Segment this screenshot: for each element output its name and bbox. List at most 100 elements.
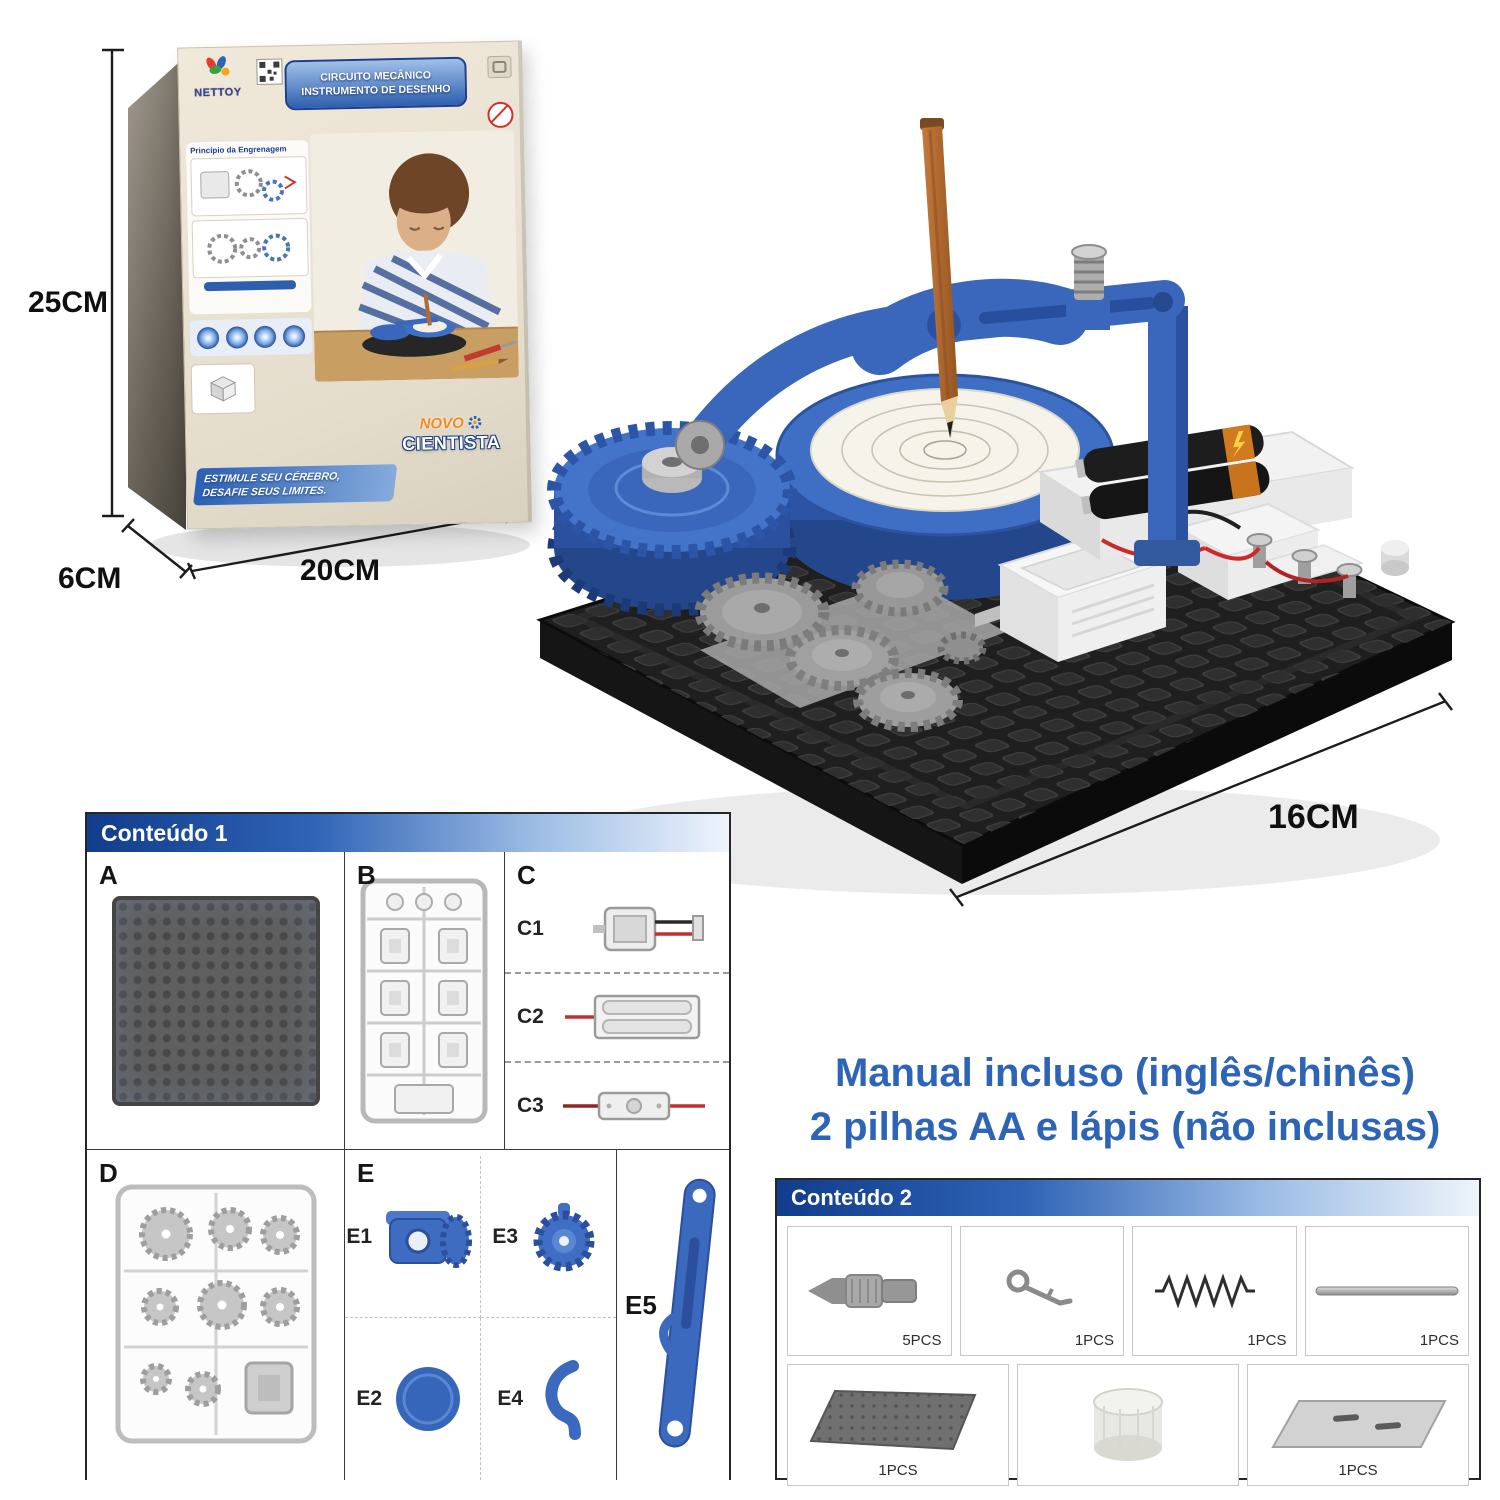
gear-diagram-1 — [190, 155, 308, 217]
box-title-line1: CIRCUITO MECÂNICO — [320, 69, 432, 84]
terminal-screws — [1246, 533, 1363, 598]
contents1-title: Conteúdo 1 — [101, 819, 228, 846]
spiro-pattern-icon — [282, 325, 306, 348]
part-e1-label: E1 — [346, 1224, 373, 1248]
spiro-pattern-icon — [225, 326, 249, 349]
box-title-line2: INSTRUMENTO DE DESENHO — [301, 82, 451, 99]
box-depth-label: 6CM — [58, 562, 122, 595]
spring-icon — [1155, 1273, 1256, 1309]
tension-screw — [1066, 244, 1110, 330]
gear-diagram-2 — [191, 217, 309, 279]
cell-b-label: B — [357, 860, 376, 890]
cell-d: D — [87, 1150, 345, 1480]
brand-logo: NETTOY — [184, 55, 251, 99]
part-e3: E3 — [480, 1156, 616, 1318]
mini-product — [362, 293, 467, 357]
contents1-header: Conteúdo 1 — [87, 814, 729, 852]
support-column — [1134, 306, 1200, 566]
dimension-lines — [102, 48, 1453, 907]
part-spring: 1PCS — [1132, 1226, 1297, 1356]
blue-disc-icon — [396, 1367, 461, 1431]
part-c2-row: C2 — [505, 974, 729, 1063]
part-e4: E4 — [481, 1318, 617, 1480]
badge-line1: NOVO — [419, 414, 464, 433]
white-connector — [1381, 540, 1409, 576]
cell-a-label: A — [99, 860, 118, 890]
sprue-gears-icon — [115, 1184, 316, 1444]
part-plate: 1PCS — [1247, 1364, 1469, 1486]
novo-cientista-badge: NOVO CIENTISTA — [384, 414, 519, 456]
switch-modules — [1175, 502, 1409, 600]
metal-rod-icon — [1315, 1286, 1459, 1296]
crank-arm-icon — [658, 1178, 716, 1448]
part-rod-qty: 1PCS — [1419, 1332, 1459, 1349]
paper-pad-icon — [1093, 1388, 1163, 1461]
sprue-white-icon — [360, 878, 487, 1123]
part-c2-label: C2 — [517, 1005, 544, 1029]
part-spring-qty: 1PCS — [1247, 1332, 1287, 1349]
part-rod: 1PCS — [1304, 1226, 1469, 1356]
qr-code — [256, 58, 283, 86]
switch-part-icon — [563, 1091, 705, 1121]
part-e1: E1 — [345, 1156, 481, 1318]
cell-e5: E5 — [617, 1150, 729, 1480]
desk-pencil — [450, 358, 509, 371]
screwdriver — [463, 340, 517, 362]
slogan-banner: ESTIMULE SEU CÉREBRO, DESAFIE SEUS LIMIT… — [192, 464, 398, 506]
pencil-arm — [675, 278, 1185, 470]
part-mat-qty: 1PCS — [878, 1462, 918, 1479]
pencil-grip-icon — [808, 1274, 918, 1308]
contents2-header: Conteúdo 2 — [777, 1180, 1479, 1216]
metal-plate-icon — [1271, 1400, 1447, 1448]
cell-c-label: C — [517, 860, 536, 890]
cell-e-label: E — [357, 1158, 375, 1188]
blue-hook-icon — [545, 1360, 582, 1440]
badge-line2: CIENTISTA — [402, 432, 501, 455]
note-line1: Manual incluso (inglês/chinês) — [834, 1051, 1416, 1095]
drive-gear — [547, 421, 797, 617]
pattern-preview-row — [189, 317, 313, 357]
part-grip: 5PCS — [787, 1226, 952, 1356]
gear-housing-icon — [386, 1210, 473, 1268]
part-plate-qty: 1PCS — [1338, 1462, 1378, 1479]
part-e4-label: E4 — [497, 1387, 524, 1410]
box-width-label: 20CM — [300, 554, 381, 587]
install-step-icon — [190, 363, 256, 415]
part-e3-label: E3 — [492, 1224, 519, 1248]
part-c3-row: C3 — [505, 1063, 729, 1149]
gear-principle-panel: Princípio da Engrenagem — [185, 139, 312, 315]
turntable — [775, 373, 1115, 600]
baseplate-part-icon — [111, 895, 320, 1106]
spiro-pattern-icon — [254, 325, 277, 349]
contents2-title: Conteúdo 2 — [791, 1185, 912, 1210]
gear-principle-heading: Princípio da Engrenagem — [190, 144, 287, 156]
product-width-label: 16CM — [1268, 798, 1359, 836]
box-height-label: 25CM — [28, 286, 109, 319]
cell-e: E E1 E3 — [345, 1150, 617, 1480]
brand-logo-icon — [206, 56, 230, 76]
battery-holder-icon — [565, 995, 701, 1040]
cell-b: B — [345, 852, 505, 1150]
blue-gear-icon — [533, 1202, 595, 1271]
box-title-banner: CIRCUITO MECÂNICO INSTRUMENTO DE DESENHO — [284, 56, 468, 111]
part-c1-label: C1 — [517, 917, 544, 941]
included-notes: Manual incluso (inglês/chinês) 2 pilhas … — [768, 1046, 1482, 1154]
box-front-panel: NETTOY CIRCUITO MECÂNICO INSTRUMENTO DE … — [176, 40, 533, 530]
gear-train — [694, 559, 1006, 732]
part-c3-label: C3 — [517, 1093, 544, 1117]
caption-bar — [203, 280, 297, 292]
part-key: 1PCS — [959, 1226, 1124, 1356]
part-key-qty: 1PCS — [1074, 1332, 1114, 1349]
box-side-panel — [128, 56, 186, 530]
texture-mat-icon — [809, 1389, 977, 1451]
age-grade-icon — [487, 55, 512, 79]
motor-part-icon — [593, 906, 704, 952]
part-paper-pad — [1017, 1364, 1239, 1486]
part-e2: E2 — [345, 1318, 481, 1480]
cell-c: C C1 C2 — [505, 852, 729, 1150]
contents2-panel: Conteúdo 2 5PCS — [775, 1178, 1481, 1486]
brand-name: NETTOY — [194, 86, 242, 100]
part-mat: 1PCS — [787, 1364, 1009, 1486]
